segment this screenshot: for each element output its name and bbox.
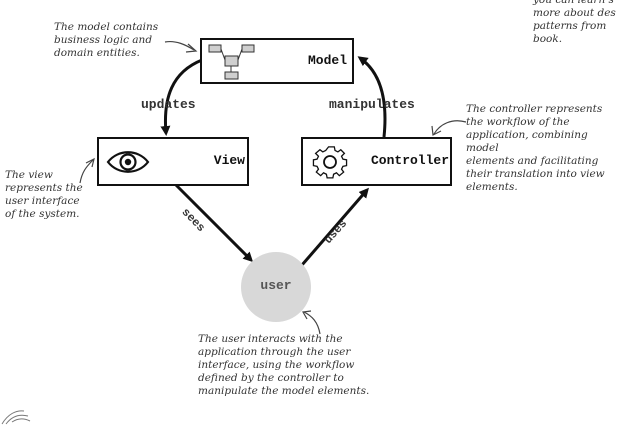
user-note-pointer-head xyxy=(302,310,312,320)
view-note-pointer-head xyxy=(85,157,95,168)
manipulates-label: manipulates xyxy=(329,97,415,112)
controller-box: Controller xyxy=(301,137,452,186)
controller-note-pointer xyxy=(433,120,467,135)
model-note-pointer xyxy=(164,40,195,51)
sees-arrow xyxy=(174,183,254,263)
view-box: View xyxy=(97,137,249,186)
controller-label: Controller xyxy=(370,153,449,168)
eye-icon xyxy=(106,151,150,173)
corner-note: you can learn s more about des patterns … xyxy=(533,0,616,45)
model-note-pointer-head xyxy=(185,43,198,53)
scribble-doodle xyxy=(1,410,31,425)
model-box: Model xyxy=(200,38,354,84)
controller-note-pointer-head xyxy=(431,125,442,136)
user-note-pointer xyxy=(303,311,321,335)
user-note: The user interacts with the application … xyxy=(198,333,370,397)
controller-note: The controller represents the workflow o… xyxy=(466,103,605,193)
model-label: Model xyxy=(307,53,347,68)
user-label: user xyxy=(260,278,292,293)
updates-arrow xyxy=(160,58,203,136)
manipulates-arrow xyxy=(357,56,387,138)
view-label: View xyxy=(213,153,245,168)
updates-label: updates xyxy=(141,97,196,112)
model-icon xyxy=(208,44,255,80)
model-note: The model contains business logic and do… xyxy=(54,21,159,59)
gear-icon xyxy=(312,146,348,179)
view-note: The view represents the user interface o… xyxy=(5,169,83,220)
user-node xyxy=(241,252,311,322)
uses-arrow xyxy=(300,187,369,266)
view-note-pointer xyxy=(79,159,94,184)
